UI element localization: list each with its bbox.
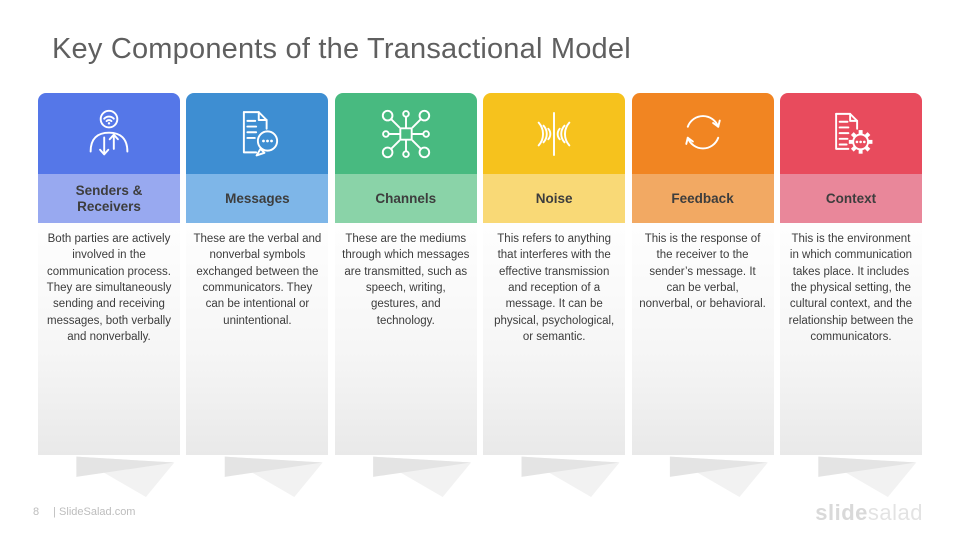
ribbon-tail bbox=[38, 455, 180, 497]
column-feedback: Feedback This is the response of the rec… bbox=[631, 93, 774, 497]
column-description: These are the mediums through which mess… bbox=[334, 223, 477, 455]
column-description: Both parties are actively involved in th… bbox=[38, 223, 180, 455]
column-channels: Channels These are the mediums through w… bbox=[334, 93, 477, 497]
column-label: Senders & Receivers bbox=[38, 174, 180, 223]
person-broadcast-arrows-icon bbox=[81, 104, 137, 164]
ribbon-tail bbox=[632, 455, 774, 497]
column-senders-receivers: Senders & Receivers Both parties are act… bbox=[38, 93, 180, 497]
column-header bbox=[779, 93, 922, 174]
sound-interference-icon bbox=[526, 106, 582, 162]
cycle-arrows-icon bbox=[675, 106, 731, 162]
components-columns: Senders & Receivers Both parties are act… bbox=[38, 93, 922, 497]
page-title: Key Components of the Transactional Mode… bbox=[52, 33, 631, 65]
logo-text-bold: slide bbox=[815, 500, 868, 525]
column-description: These are the verbal and nonverbal symbo… bbox=[186, 223, 329, 455]
ribbon-tail bbox=[780, 455, 922, 497]
logo-text-light: salad bbox=[867, 500, 923, 525]
document-gear-icon bbox=[823, 105, 879, 163]
column-label: Context bbox=[779, 174, 922, 223]
column-context: Context This is the environment in which… bbox=[779, 93, 922, 497]
column-label: Feedback bbox=[631, 174, 774, 223]
column-description: This is the response of the receiver to … bbox=[631, 223, 774, 455]
ribbon-tail bbox=[483, 455, 625, 497]
column-header bbox=[631, 93, 774, 174]
column-noise: Noise This refers to anything that inter… bbox=[483, 93, 626, 497]
column-messages: Messages These are the verbal and nonver… bbox=[186, 93, 329, 497]
slidesalad-logo: slidesalad bbox=[815, 500, 923, 526]
brand-footer-text: | SlideSalad.com bbox=[53, 506, 136, 518]
document-chat-icon bbox=[229, 105, 285, 163]
page-number: 8 bbox=[33, 506, 40, 518]
column-description: This refers to anything that interferes … bbox=[483, 223, 626, 455]
ribbon-tail bbox=[335, 455, 477, 497]
column-header bbox=[483, 93, 626, 174]
column-header bbox=[38, 93, 180, 174]
column-label: Channels bbox=[334, 174, 477, 223]
column-header bbox=[334, 93, 477, 174]
network-hub-icon bbox=[378, 106, 434, 162]
ribbon-tail bbox=[186, 455, 328, 497]
column-description: This is the environment in which communi… bbox=[779, 223, 922, 455]
column-label: Noise bbox=[483, 174, 626, 223]
column-label: Messages bbox=[186, 174, 329, 223]
slide-footer: 8 | SlideSalad.com bbox=[33, 506, 135, 518]
column-header bbox=[186, 93, 329, 174]
